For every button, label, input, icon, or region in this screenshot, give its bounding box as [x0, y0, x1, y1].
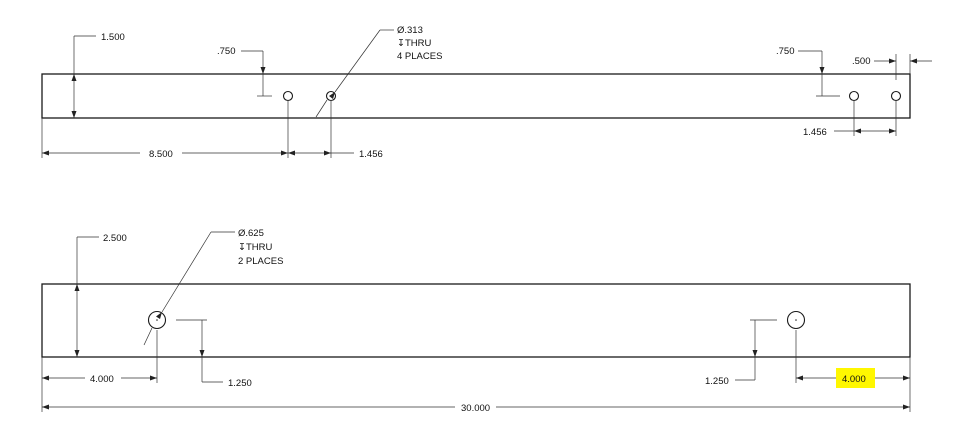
bottom-hole-diameter-text: Ø.625 [238, 228, 264, 239]
top-end-offset-dimension: .500 [852, 54, 932, 80]
top-hole-4 [890, 90, 902, 102]
bottom-left-vert-text: 1.250 [228, 378, 252, 389]
bottom-right-hole-text: 4.000 [842, 374, 866, 385]
top-right-offset-dimension: .750 [776, 46, 840, 97]
bottom-height-dimension: 2.500 [74, 233, 127, 357]
top-left-offset-text: .750 [217, 46, 236, 57]
bottom-right-vert-text: 1.250 [705, 376, 729, 387]
top-end-offset-text: .500 [852, 56, 871, 67]
bottom-view: 2.500 Ø.625 ↧THRU 2 PLACES 1.250 [41, 228, 911, 414]
bottom-hole-depth-text: ↧THRU [238, 242, 272, 253]
bottom-part-outline [41, 283, 911, 358]
top-left-offset-dimension: .750 [217, 46, 272, 97]
bottom-left-hole-text: 4.000 [90, 374, 114, 385]
top-view: 1.500 .750 Ø.313 ↧THRU 4 PLACES .750 [41, 25, 932, 160]
top-right-spacing-text: 1.456 [803, 127, 827, 138]
top-right-offset-text: .750 [776, 46, 795, 57]
top-height-text: 1.500 [101, 32, 125, 43]
overall-length-dimension: 30.000 [42, 403, 910, 414]
top-hole-note: Ø.313 ↧THRU 4 PLACES [315, 25, 442, 118]
bottom-left-hole-dimension: 4.000 [41, 330, 158, 412]
top-right-spacing-dimension: 1.456 [803, 100, 897, 138]
bottom-right-vert-dimension: 1.250 [705, 319, 777, 387]
highlight-box [836, 368, 875, 388]
top-hole-depth-text: ↧THRU [397, 38, 431, 49]
top-hole-1 [282, 90, 294, 102]
bottom-left-vert-dimension: 1.250 [176, 319, 252, 389]
top-bottom-dimensions: 8.500 1.456 [41, 100, 383, 160]
top-part-outline [41, 73, 911, 119]
top-hole-count-text: 4 PLACES [397, 51, 442, 62]
top-left-spacing-text: 1.456 [359, 149, 383, 160]
bottom-height-text: 2.500 [103, 233, 127, 244]
top-hole-diameter-text: Ø.313 [397, 25, 423, 36]
bottom-right-hole-dimension: 4.000 [795, 330, 911, 412]
overall-length-text: 30.000 [461, 403, 490, 414]
bottom-hole-count-text: 2 PLACES [238, 256, 283, 267]
bottom-hole-note: Ø.625 ↧THRU 2 PLACES [143, 228, 283, 346]
top-hole-3 [848, 90, 860, 102]
top-height-dimension: 1.500 [71, 32, 125, 118]
top-first-hole-text: 8.500 [149, 149, 173, 160]
